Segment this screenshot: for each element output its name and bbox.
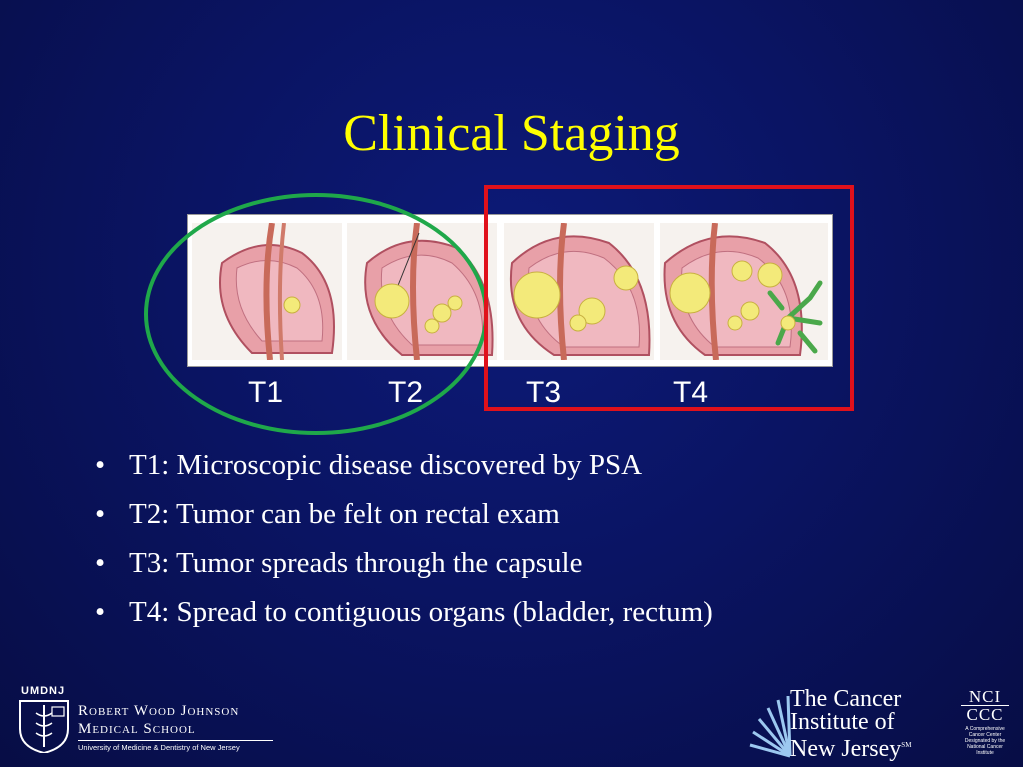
bullet-marker: • <box>95 449 106 481</box>
cinj-logo: The Cancer Institute of New JerseySM NCI… <box>748 686 1018 764</box>
bullet-item: •T2: Tumor can be felt on rectal exam <box>95 494 975 543</box>
sunburst-icon <box>749 695 792 758</box>
bullet-item: •T4: Spread to contiguous organs (bladde… <box>95 592 975 641</box>
bullet-item: •T1: Microscopic disease discovered by P… <box>95 445 975 494</box>
cinj-wordmark: The Cancer Institute of New JerseySM <box>790 686 912 762</box>
stage-label-t1: T1 <box>248 376 284 409</box>
nci-line2: CCC <box>961 705 1009 723</box>
medical-school-seal-icon <box>19 700 69 753</box>
stage-t2-illustration <box>347 223 497 360</box>
rwj-line3: University of Medicine & Dentistry of Ne… <box>78 743 240 752</box>
staging-illustration <box>187 214 833 367</box>
rwj-line2: Medical School <box>78 721 196 737</box>
cinj-line1: The Cancer <box>790 686 902 712</box>
rwj-line1: Robert Wood Johnson <box>78 703 240 719</box>
cinj-line2: Institute of <box>790 709 895 735</box>
stage-label-t3: T3 <box>526 376 562 409</box>
cinj-line3: New Jersey <box>790 736 902 762</box>
slide-title: Clinical Staging <box>343 105 680 162</box>
nci-line1: NCI <box>968 687 1002 706</box>
rwj-logo: UMDNJ Robert Wood Johnson Medical School… <box>16 685 276 755</box>
rwj-divider <box>78 740 273 741</box>
bullet-list: •T1: Microscopic disease discovered by P… <box>95 445 975 641</box>
nci-description: A Comprehensive Cancer Center Designated… <box>964 726 1006 756</box>
stage-label-t2: T2 <box>388 376 424 409</box>
bullet-marker: • <box>95 498 106 530</box>
bullet-item: •T3: Tumor spreads through the capsule <box>95 543 975 592</box>
stage-label-t4: T4 <box>673 376 709 409</box>
service-mark: SM <box>901 741 912 749</box>
bullet-marker: • <box>95 596 106 628</box>
nci-ccc-badge: NCI CCC A Comprehensive Cancer Center De… <box>961 688 1009 756</box>
stage-t1-illustration <box>192 223 342 360</box>
bullet-marker: • <box>95 547 106 579</box>
umdnj-acronym: UMDNJ <box>21 685 66 697</box>
stage-t4-illustration <box>660 223 828 360</box>
stage-t3-illustration <box>504 223 654 360</box>
